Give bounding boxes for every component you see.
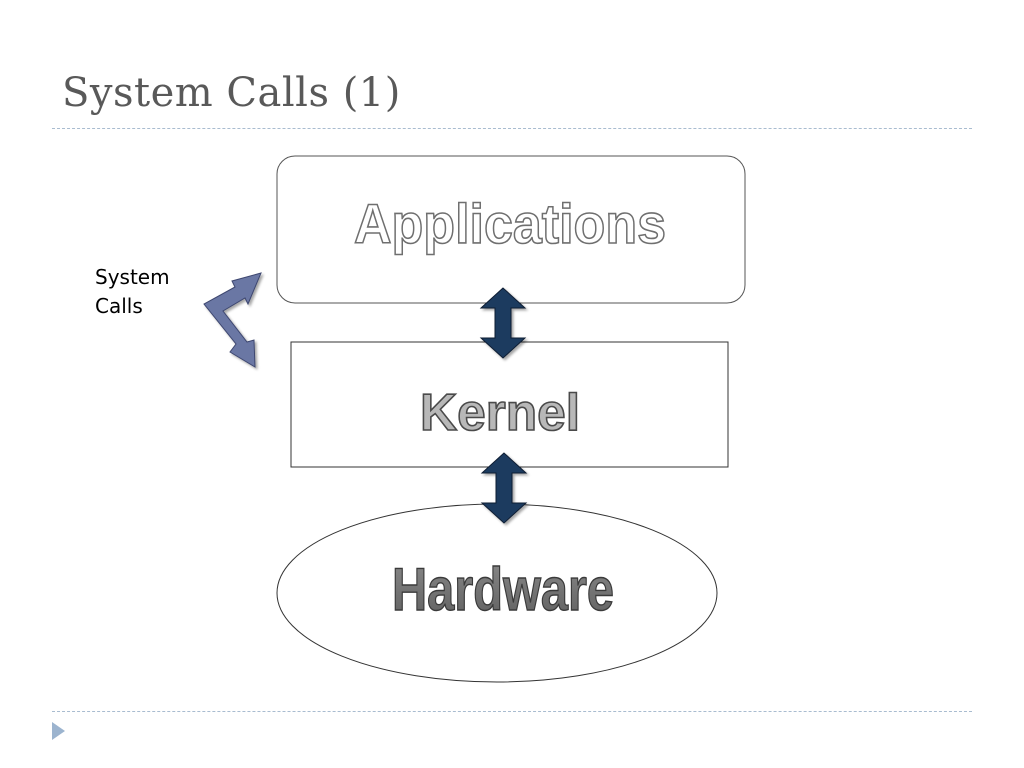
title-divider	[52, 128, 972, 129]
double-arrow-apps-kernel	[479, 287, 527, 359]
system-calls-arrow	[203, 272, 262, 368]
kernel-label: Kernel	[420, 384, 580, 442]
hardware-label: Hardware	[392, 556, 614, 623]
system-calls-label-line-1: System	[95, 265, 170, 289]
triangle-right-icon	[52, 722, 65, 740]
system-calls-label-line-2: Calls	[95, 294, 143, 318]
applications-label: Applications	[354, 192, 666, 255]
footer-divider	[52, 711, 972, 712]
double-arrow-kernel-hardware	[480, 452, 528, 524]
system-calls-label: System Calls	[95, 263, 170, 321]
slide-title: System Calls (1)	[62, 70, 401, 116]
kernel-box	[290, 341, 729, 468]
